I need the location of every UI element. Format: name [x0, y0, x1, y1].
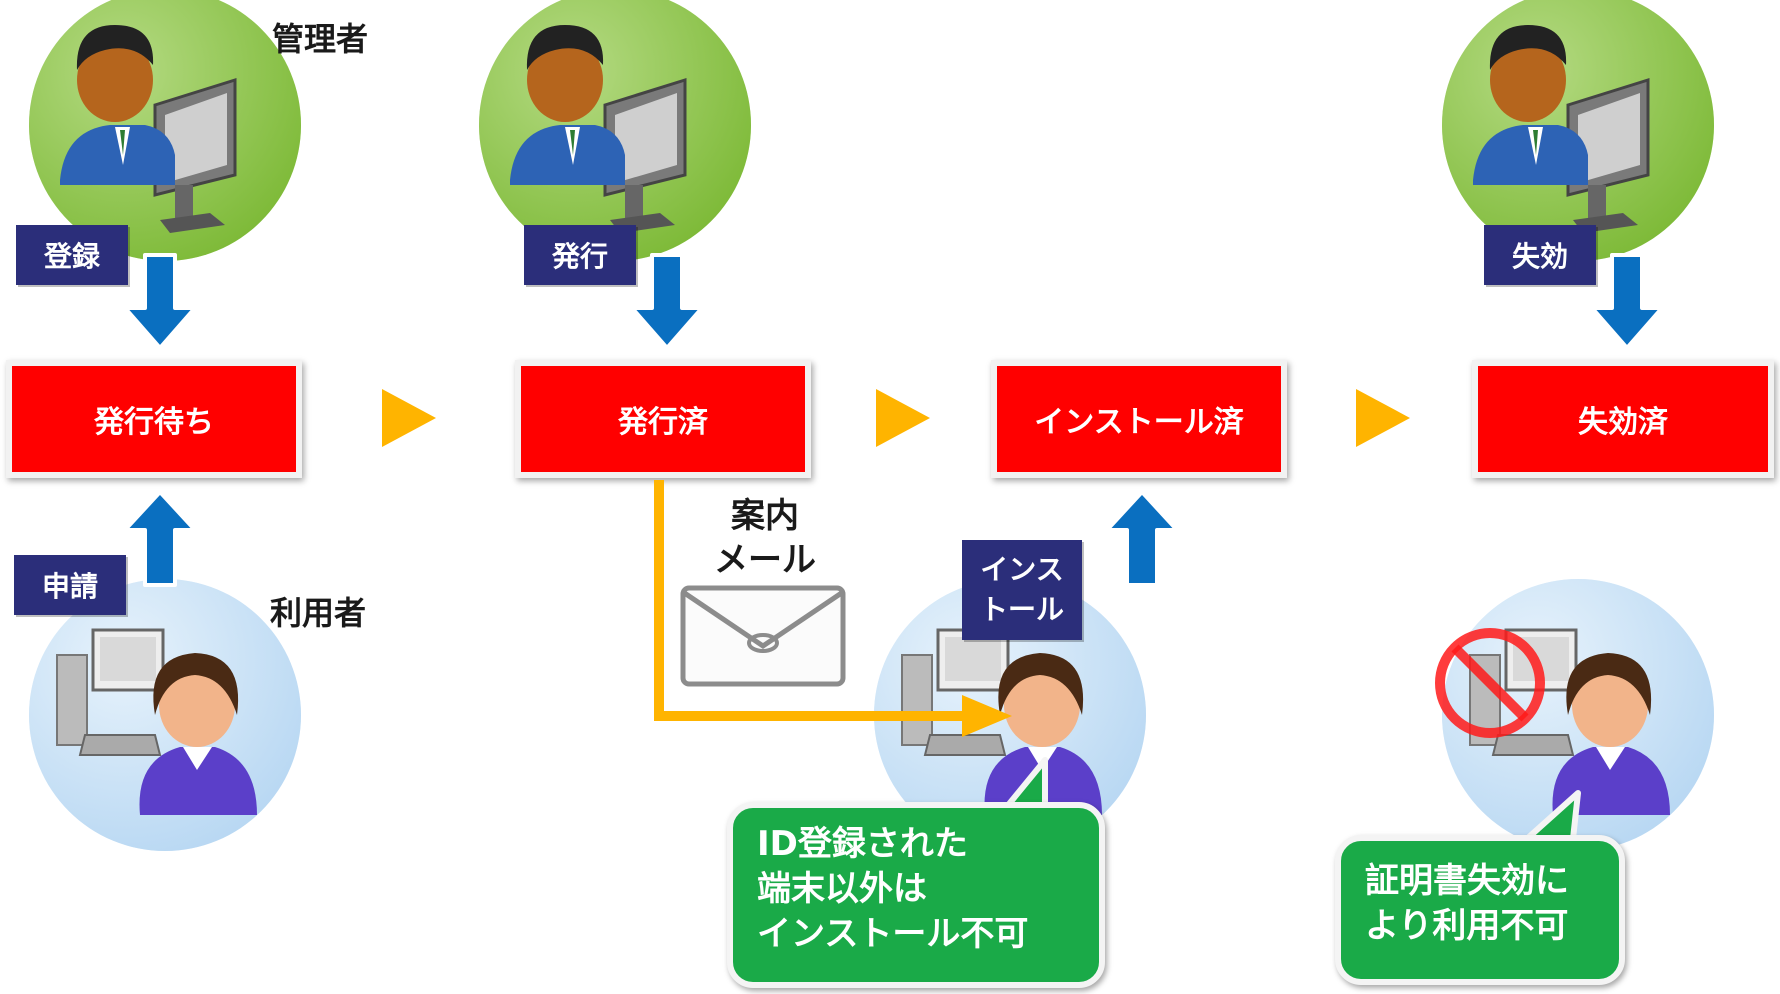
- flow-arrow-1: [382, 389, 436, 447]
- mail-connector: [654, 480, 1012, 737]
- install-restriction-line-2: 端末以外は: [757, 869, 927, 909]
- revoked-bubble: 証明書失効に より利用不可: [1335, 835, 1625, 985]
- issue-arrow: [630, 253, 704, 350]
- user-avatar-3: [1435, 579, 1714, 851]
- issue-tag: 発行: [524, 225, 636, 285]
- state-revoked: 失効済: [1472, 360, 1774, 478]
- user-role-label: 利用者: [270, 594, 367, 632]
- revoked-line-2: より利用不可: [1365, 906, 1569, 946]
- install-tag: インス トール: [962, 540, 1082, 640]
- admin-role-label: 管理者: [272, 20, 369, 58]
- state-installed: インストール済: [991, 360, 1287, 478]
- install-restriction-line-1: ID登録された: [757, 824, 968, 864]
- flow-arrow-2: [876, 389, 930, 447]
- envelope-icon: [680, 585, 846, 687]
- install-restriction-bubble: ID登録された 端末以外は インストール不可: [727, 802, 1105, 988]
- install-restriction-line-3: インストール不可: [757, 914, 1029, 954]
- flow-arrow-3: [1356, 389, 1410, 447]
- revoke-arrow: [1590, 253, 1664, 350]
- apply-tag: 申請: [14, 555, 126, 615]
- install-tag-line-1: インス: [980, 553, 1064, 586]
- register-arrow: [123, 253, 197, 350]
- user-avatar-1: [29, 579, 301, 851]
- apply-arrow: [123, 490, 197, 587]
- state-pending-issue: 発行待ち: [6, 360, 302, 478]
- install-tag-line-2: トール: [979, 593, 1064, 626]
- mail-label: 案内 メール: [690, 494, 840, 582]
- register-tag: 登録: [16, 225, 128, 285]
- bubble-tail-revoked: [1517, 790, 1581, 851]
- revoked-line-1: 証明書失効に: [1365, 861, 1569, 901]
- mail-label-line-2: メール: [714, 540, 816, 580]
- state-issued: 発行済: [515, 360, 811, 478]
- mail-label-line-1: 案内: [731, 496, 799, 536]
- revoke-tag: 失効: [1484, 225, 1596, 285]
- admin-avatar-1: [29, 0, 301, 261]
- install-arrow: [1105, 490, 1179, 587]
- admin-avatar-2: [479, 0, 751, 261]
- admin-avatar-3: [1442, 0, 1714, 261]
